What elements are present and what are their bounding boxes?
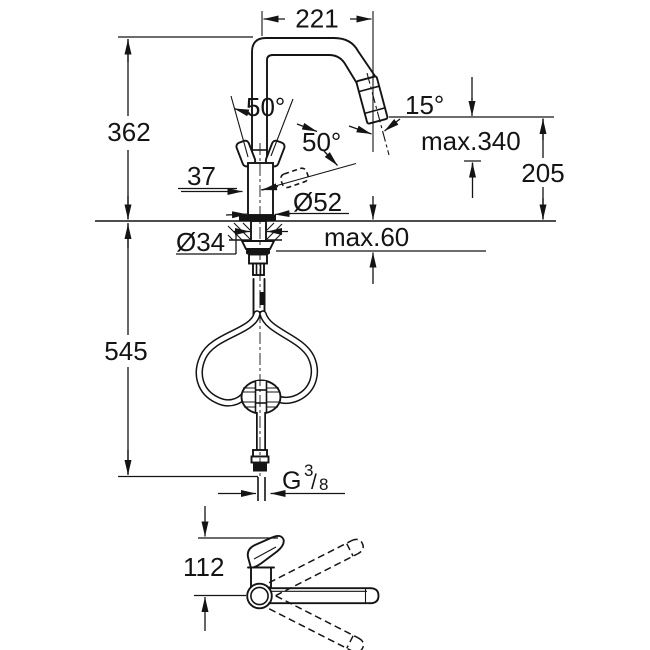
- dim-thread-slash: /: [311, 471, 317, 494]
- dim-thread-numerator: 3: [304, 461, 313, 480]
- dim-projection: 221: [295, 4, 338, 34]
- mounting-assembly: [227, 220, 283, 276]
- dim-thread-denominator: 8: [319, 475, 328, 494]
- dim-handle-angle-left: 50°: [246, 92, 285, 122]
- dimension-lines: 221 362 545 50° 50° 15° max.340: [95, 4, 565, 631]
- side-view: [246, 534, 380, 650]
- dim-outlet-height: 205: [521, 158, 564, 188]
- hose-assembly: [195, 278, 318, 501]
- dim-max-height: max.340: [421, 126, 521, 156]
- hose-counterweight: [240, 379, 282, 415]
- hose-fitting: [259, 292, 266, 305]
- mounting-washer: [240, 240, 276, 250]
- dim-body-diameter: Ø52: [293, 187, 342, 217]
- dim-handle-angle-right: 50°: [302, 127, 341, 157]
- spray-head: [355, 75, 389, 125]
- dim-spout-height: 362: [107, 117, 150, 147]
- o-ring: [246, 249, 270, 255]
- threaded-shank: [250, 220, 267, 242]
- mounting-nut: [248, 253, 268, 265]
- base-flange: [239, 215, 276, 221]
- shank-tail: [252, 262, 265, 276]
- dim-max-deck-thickness: max.60: [324, 222, 409, 252]
- side-view-spout-swivel-down: [268, 595, 365, 650]
- dim-shank-diameter: Ø34: [176, 227, 225, 257]
- dim-hose-length: 545: [104, 336, 147, 366]
- spray-axis-centerline: [366, 72, 390, 156]
- side-view-spout: [268, 587, 380, 605]
- handle-swivelled-dashed: [279, 167, 309, 189]
- dim-spray-angle: 15°: [405, 90, 444, 120]
- side-view-spout-swivel-up: [268, 538, 364, 597]
- dim-handle-offset: 37: [187, 161, 216, 191]
- dim-side-view-height: 112: [183, 552, 224, 582]
- dim-thread-letter: G: [282, 467, 301, 495]
- side-view-lever: [246, 534, 285, 570]
